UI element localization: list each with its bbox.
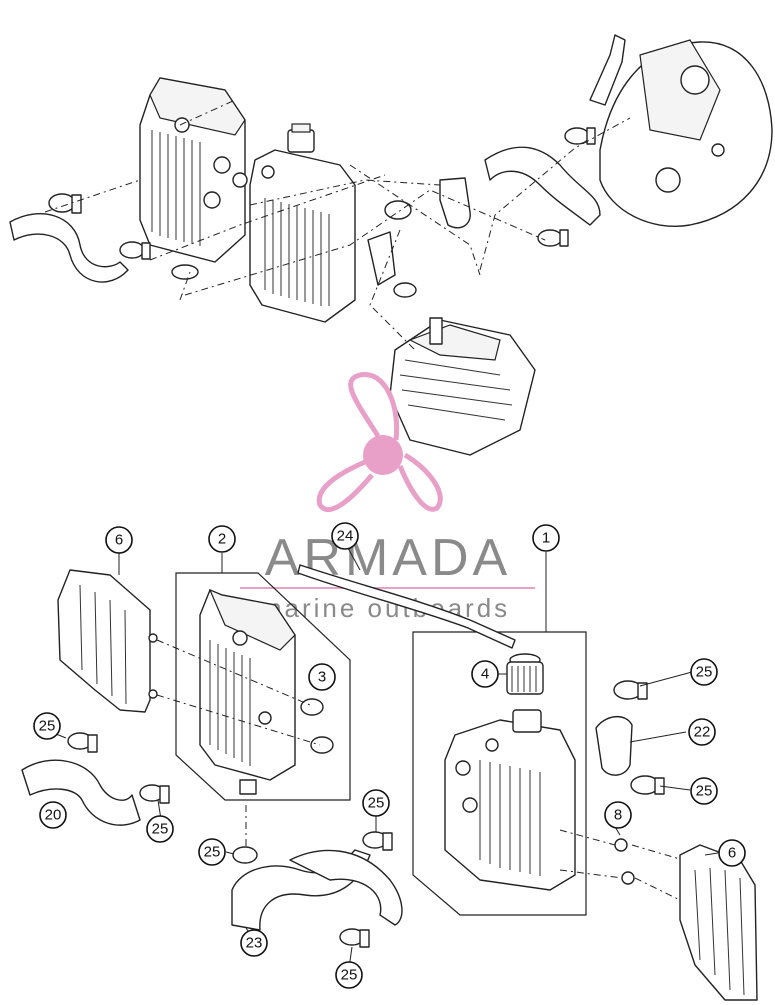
callout-25-f: 25 (690, 658, 718, 686)
clamp-25-left-a-screw (87, 734, 98, 753)
callout-20-label: 20 (45, 807, 62, 824)
callout-2: 2 (208, 525, 236, 553)
clamp-25-left-b-screw (159, 785, 170, 804)
left-radiator-assembled (139, 77, 246, 263)
callout-23-label: 23 (246, 935, 263, 952)
callout-25-f-label: 25 (696, 664, 713, 681)
hose-23-branch (289, 849, 403, 926)
lower-hose-assembled (9, 213, 129, 283)
callout-25-b: 25 (146, 815, 174, 843)
clamp-25-bottom-b-screw (382, 832, 393, 851)
engine-crankcase (589, 34, 773, 227)
callout-24-label: 24 (337, 528, 354, 545)
mounting-bolts (559, 829, 691, 906)
callout-22: 22 (688, 718, 716, 746)
assembled-cooling-system-view (9, 34, 773, 456)
callout-1: 1 (532, 524, 560, 552)
callout-8: 8 (604, 801, 632, 829)
callout-25-c: 25 (198, 838, 226, 866)
callout-6-right: 6 (718, 839, 746, 867)
callout-25-e-label: 25 (341, 967, 358, 984)
radiator-guard-left (57, 569, 158, 713)
callout-3: 3 (308, 663, 336, 691)
hose-20 (21, 759, 141, 826)
assembly-box-1 (412, 631, 587, 916)
callout-25-d: 25 (362, 789, 390, 817)
hose-22 (595, 716, 633, 776)
upper-hose-assembled (484, 146, 601, 226)
radiator-cap (506, 653, 544, 695)
propeller-logo (316, 372, 443, 513)
callout-4: 4 (471, 660, 499, 688)
callout-6-right-label: 6 (728, 845, 736, 862)
clamp-25-upper-right-screw (637, 682, 648, 700)
right-radiator-assembled (232, 123, 356, 323)
grommets (300, 698, 334, 754)
overflow-tube (297, 564, 516, 649)
assembly-lines-top (44, 99, 631, 351)
clamp-25-lower-right-screw (654, 777, 665, 795)
callout-1-label: 1 (542, 530, 550, 547)
cylinder-head (389, 317, 536, 456)
callout-25-c-label: 25 (204, 844, 221, 861)
callout-4-label: 4 (481, 666, 489, 683)
clamp-25-bottom-a (232, 846, 258, 864)
radiator-guard-right (679, 844, 758, 1001)
watermark-brand: ARMADA (265, 529, 511, 587)
callout-25-a-label: 25 (39, 718, 56, 735)
callout-25-e: 25 (335, 961, 363, 989)
callout-23: 23 (240, 929, 268, 957)
callout-22-label: 22 (694, 724, 711, 741)
callout-2-label: 2 (218, 531, 226, 548)
callout-25-g: 25 (690, 777, 718, 805)
callout-25-g-label: 25 (696, 783, 713, 800)
clamps-assembled (48, 127, 596, 298)
callout-24: 24 (331, 522, 359, 550)
callout-25-b-label: 25 (152, 821, 169, 838)
assembly-box-2 (175, 572, 351, 801)
callout-6-left: 6 (105, 526, 133, 554)
exploded-view (21, 547, 758, 1001)
callout-3-label: 3 (318, 669, 326, 686)
clamp-25-bottom-c-screw (359, 929, 370, 948)
callout-8-label: 8 (614, 807, 622, 824)
callout-25-d-label: 25 (368, 795, 385, 812)
hose-elbow-assembled (439, 177, 471, 229)
callout-20: 20 (39, 801, 67, 829)
guard-assembly-lines (156, 639, 321, 746)
left-radiator (199, 588, 296, 795)
callout-25-a: 25 (33, 712, 61, 740)
callout-6-left-label: 6 (115, 532, 123, 549)
right-radiator (444, 709, 576, 891)
